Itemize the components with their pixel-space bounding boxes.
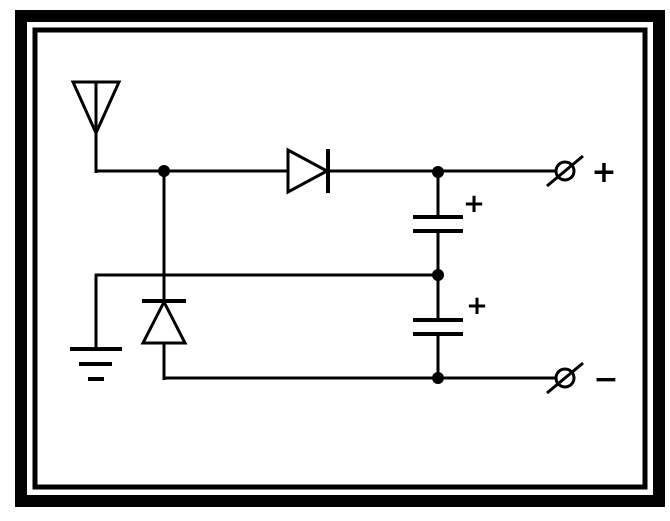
negative-terminal-icon — [546, 361, 584, 395]
series-diode-icon — [286, 147, 331, 195]
junction-dot — [158, 165, 170, 177]
positive-terminal-icon — [546, 154, 584, 188]
negative-terminal-label: − — [593, 362, 618, 397]
shunt-diode-icon — [140, 298, 188, 345]
lower-capacitor-icon — [413, 318, 463, 336]
positive-terminal-label: + — [591, 155, 616, 190]
junction-dot — [432, 269, 444, 281]
upper-capacitor-polarity-label: + — [463, 189, 485, 219]
junction-dots — [158, 165, 444, 384]
lower-capacitor-polarity-label: + — [466, 291, 488, 321]
antenna-icon — [70, 80, 122, 173]
junction-dot — [432, 372, 444, 384]
frame — [15, 10, 665, 507]
ground-icon — [70, 347, 122, 381]
upper-capacitor-icon — [413, 215, 463, 233]
junction-dot — [432, 166, 444, 178]
middle-rail-wire — [94, 273, 438, 348]
